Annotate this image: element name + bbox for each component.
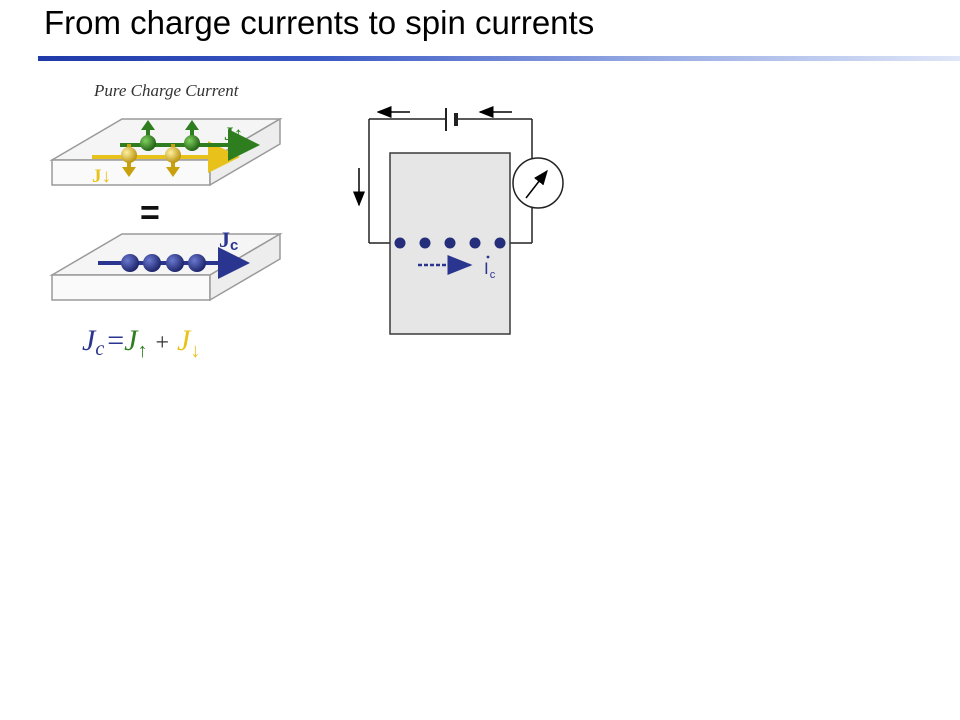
sample-electron xyxy=(444,237,456,249)
sample-current-main: I xyxy=(484,259,489,278)
label-j-c-main: J xyxy=(219,227,230,252)
eq-jdown-sub: ↓ xyxy=(190,340,200,362)
spin-up-electron xyxy=(140,120,156,151)
panel-heading: Pure Charge Current xyxy=(93,81,240,100)
battery-icon xyxy=(445,108,458,131)
equals-sign: = xyxy=(140,194,160,232)
eq-jc-letter: J xyxy=(82,324,97,357)
eq-plus: + xyxy=(155,330,169,356)
label-j-c-sub: c xyxy=(230,237,238,254)
eq-jup-letter: J xyxy=(124,324,139,357)
label-j-up: J↑ xyxy=(224,124,243,145)
sample-electron xyxy=(494,237,506,249)
circuit-wires xyxy=(368,118,533,244)
bottom-slab xyxy=(49,232,283,302)
eq-jup-sub: ↑ xyxy=(137,340,147,362)
sample-electron xyxy=(419,237,431,249)
spin-up-electron xyxy=(184,120,200,151)
equation: Jc=J↑+J↓ xyxy=(82,324,200,362)
slide-title: From charge currents to spin currents xyxy=(44,4,595,41)
label-j-down: J↓ xyxy=(92,166,111,187)
charge-electron xyxy=(188,254,206,272)
sample-electron xyxy=(469,237,481,249)
sample-current-dot xyxy=(486,255,490,259)
title-underline xyxy=(38,56,960,61)
eq-equals: = xyxy=(107,324,124,357)
spin-down-electron xyxy=(121,144,137,177)
sample-electron xyxy=(394,237,406,249)
charge-electron xyxy=(143,254,161,272)
sample-current-label: Ic xyxy=(484,259,496,281)
eq-jc-sub: c xyxy=(95,338,104,360)
sample-current-sub: c xyxy=(490,269,496,281)
ammeter-icon xyxy=(512,157,564,209)
label-j-c: Jc xyxy=(219,227,238,254)
eq-jdown-letter: J xyxy=(177,324,192,357)
charge-electron xyxy=(121,254,139,272)
spin-down-electron xyxy=(165,144,181,177)
charge-electron xyxy=(166,254,184,272)
